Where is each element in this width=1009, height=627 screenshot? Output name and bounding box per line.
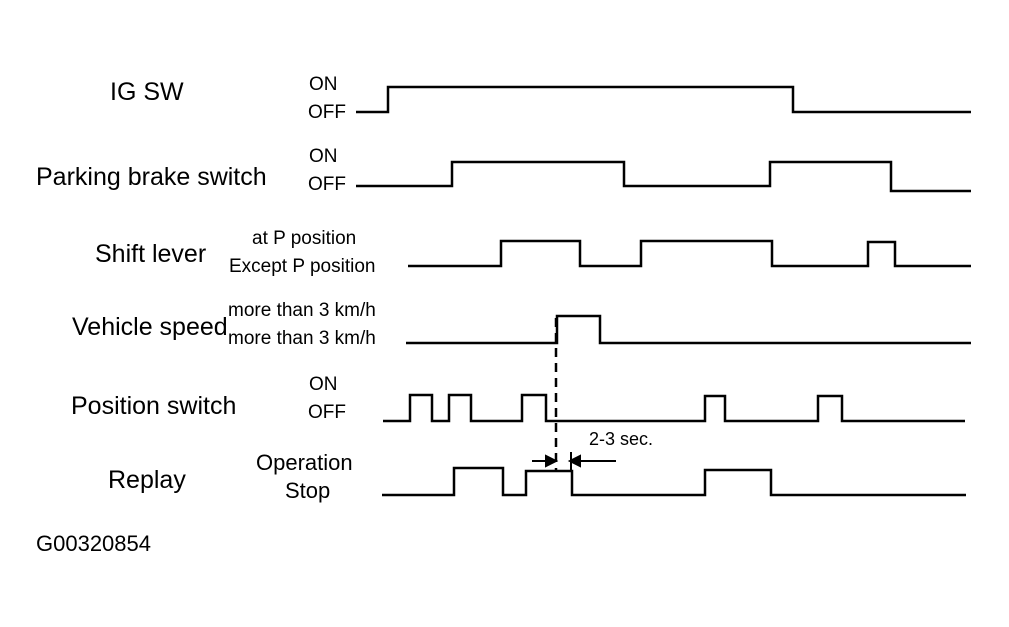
waveform-replay <box>382 466 966 497</box>
state-label-replay-stop: Stop <box>285 478 331 503</box>
figure-code: G00320854 <box>36 531 151 556</box>
state-label-ig-off: OFF <box>308 102 346 123</box>
signal-name-shift-lever: Shift lever <box>95 240 207 268</box>
state-label-shift-p: at P position <box>252 228 357 249</box>
signal-name-parking-brake: Parking brake switch <box>36 163 267 191</box>
waveform-vehicle-speed <box>406 314 971 345</box>
state-label-pb-on: ON <box>309 146 338 167</box>
state-label-pos-on: ON <box>309 374 338 395</box>
waveform-parking-brake <box>356 160 971 193</box>
state-label-pb-off: OFF <box>308 174 346 195</box>
waveform-shift-lever <box>408 239 971 268</box>
delay-arrowhead-right <box>567 454 581 468</box>
state-label-pos-off: OFF <box>308 402 346 423</box>
state-label-shift-except-p: Except P position <box>229 256 376 277</box>
signal-name-ig-sw: IG SW <box>110 78 184 106</box>
signal-name-replay: Replay <box>108 466 186 494</box>
signal-name-vehicle-speed: Vehicle speed <box>72 313 228 341</box>
state-label-speed-high: more than 3 km/h <box>228 300 376 321</box>
state-label-replay-operation: Operation <box>256 450 353 475</box>
waveform-ig-sw <box>356 85 971 114</box>
delay-arrowhead-left <box>545 454 559 468</box>
waveform-position-switch <box>383 393 965 423</box>
signal-name-position-switch: Position switch <box>71 392 237 420</box>
state-label-speed-low: more than 3 km/h <box>228 328 376 349</box>
state-label-ig-on: ON <box>309 74 338 95</box>
delay-annotation: 2-3 sec. <box>589 429 654 449</box>
